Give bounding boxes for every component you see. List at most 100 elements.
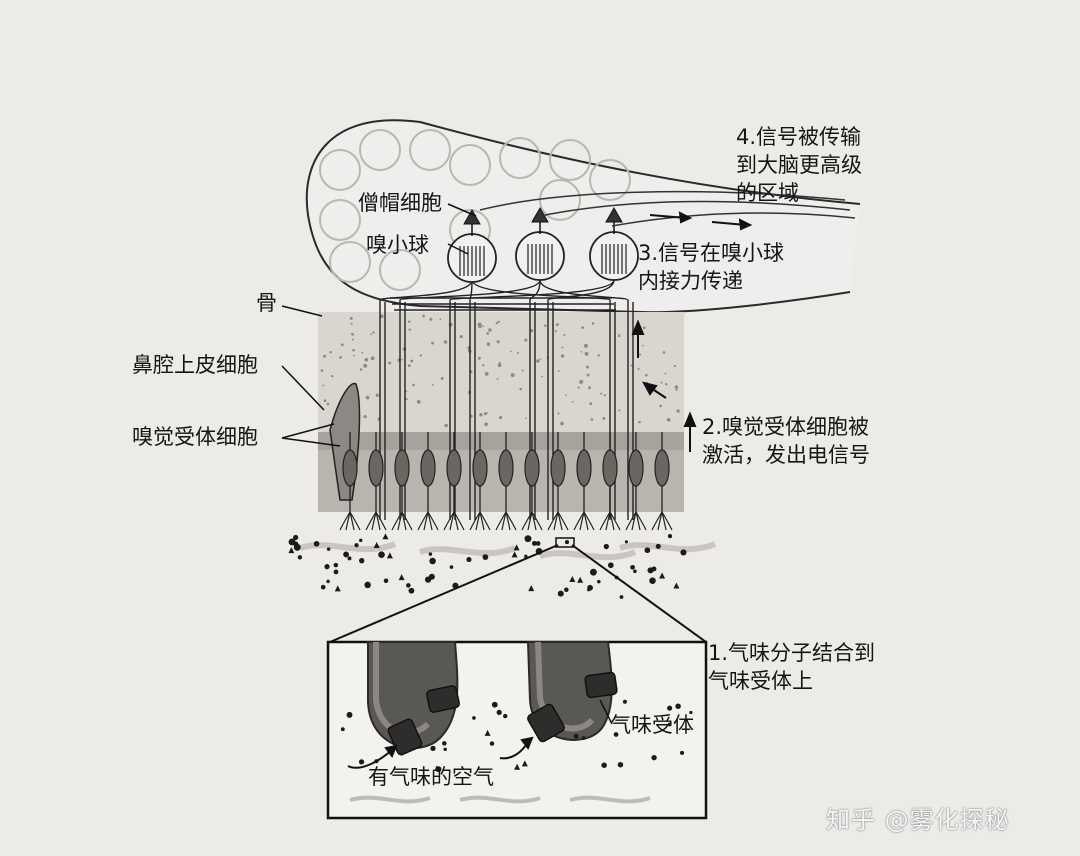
- receptor-block-3: [584, 671, 618, 699]
- receptor-cilium: [349, 511, 361, 531]
- bone-dot: [416, 400, 421, 404]
- receptor-cell-body: [368, 449, 384, 487]
- step4-line1: 4.信号被传输: [736, 125, 862, 149]
- inset-molecule: [689, 710, 693, 715]
- receptor-cilium: [527, 511, 533, 531]
- receptor-cell-body: [524, 449, 540, 487]
- bulb-circle: [359, 129, 401, 171]
- bone-dot: [557, 370, 560, 372]
- odor-molecule: [513, 544, 520, 551]
- bone-dot: [412, 383, 415, 387]
- air-swirl: [619, 541, 717, 553]
- odor-molecule: [624, 540, 628, 544]
- inset-molecule: [651, 754, 657, 761]
- bone-dot: [602, 417, 606, 420]
- odor-molecule: [297, 555, 303, 560]
- odor-molecule: [383, 578, 389, 584]
- bone-dot: [586, 373, 590, 377]
- bone-dot: [331, 374, 334, 378]
- bone-dot: [536, 359, 540, 363]
- odor-molecule: [667, 533, 673, 539]
- bone-dot: [586, 365, 589, 369]
- bone-dot: [495, 321, 499, 325]
- odor-molecule: [326, 547, 331, 551]
- odor-molecule: [429, 557, 436, 565]
- axon-line: [547, 279, 615, 521]
- bone-dot: [443, 340, 448, 344]
- inset-molecule: [484, 729, 491, 736]
- receptor-cell-body: [394, 449, 410, 487]
- inset-molecule: [340, 727, 345, 732]
- bone-dot: [323, 399, 327, 403]
- bone-dot: [662, 351, 666, 354]
- bone-dot: [498, 364, 502, 368]
- receptor-neurons: [339, 432, 673, 531]
- bone-dot: [363, 415, 367, 419]
- zoom-line-right: [571, 544, 707, 643]
- bone-dot: [486, 342, 491, 346]
- receptor-cilium: [657, 511, 663, 531]
- bone-dot: [496, 340, 500, 344]
- bone-dot: [580, 350, 583, 353]
- bone-layer: [318, 312, 684, 432]
- inset-molecule: [667, 722, 672, 727]
- odor-molecule: [589, 568, 597, 576]
- zoom-line-left: [329, 544, 559, 643]
- receptor-cilium: [453, 511, 465, 531]
- inset-molecules: [340, 699, 693, 773]
- bone-dot: [525, 417, 527, 420]
- bulb-circle: [549, 139, 591, 181]
- bone-dot: [584, 351, 589, 356]
- bone-dot: [326, 402, 330, 406]
- bone-dot: [363, 363, 368, 368]
- bulb-circle: [539, 179, 581, 221]
- bone-dot: [488, 328, 492, 332]
- inset-molecule: [617, 761, 624, 768]
- receptor-cilium: [401, 511, 413, 531]
- receptor-cell-body: [420, 449, 436, 487]
- bulb-circle: [449, 144, 491, 186]
- bone-dot: [541, 375, 543, 378]
- bone-dot: [618, 409, 621, 412]
- odor-molecule: [603, 543, 609, 550]
- inset-molecule: [680, 750, 685, 755]
- bone-dot: [577, 386, 580, 389]
- odor-molecule: [649, 577, 656, 584]
- bone-dot: [676, 409, 680, 413]
- bone-dot: [401, 358, 403, 361]
- inset-molecule: [346, 711, 353, 718]
- receptor-cell-body: [446, 449, 462, 487]
- bone-dot: [380, 314, 384, 319]
- bone-dot: [579, 379, 584, 384]
- inset-molecule: [442, 741, 447, 746]
- bulb-circle: [379, 249, 421, 291]
- receptor-cell-label: 嗅觉受体细胞: [132, 425, 258, 449]
- odor-molecule: [398, 574, 405, 581]
- odor-molecule: [364, 581, 371, 589]
- odor-molecule: [633, 569, 637, 574]
- odor-molecule: [655, 543, 661, 549]
- odor-molecule: [382, 533, 389, 540]
- bone-dot: [320, 369, 324, 372]
- bone-dot: [510, 373, 515, 378]
- bone-dot: [440, 376, 444, 380]
- odor-molecule: [587, 584, 593, 591]
- step1-line1: 1.气味分子结合到: [708, 641, 876, 665]
- odor-molecule: [288, 538, 296, 546]
- odor-molecule: [482, 554, 489, 560]
- bone-dot: [498, 415, 503, 420]
- bone-dot: [588, 386, 592, 390]
- bone-dot: [524, 338, 528, 342]
- odor-receptor-label: 气味受体: [610, 713, 694, 737]
- bone-dot: [408, 320, 411, 323]
- bone-dot: [485, 412, 488, 414]
- odor-molecule: [630, 564, 635, 570]
- odor-molecule: [449, 565, 454, 569]
- bone-dot: [372, 331, 375, 334]
- odor-molecule: [597, 579, 601, 584]
- odor-molecule: [531, 540, 537, 546]
- receptor-cilium: [531, 511, 543, 531]
- bone-dot: [361, 351, 364, 354]
- receptor-cilium: [423, 511, 429, 531]
- receptor-cell-body: [628, 449, 644, 487]
